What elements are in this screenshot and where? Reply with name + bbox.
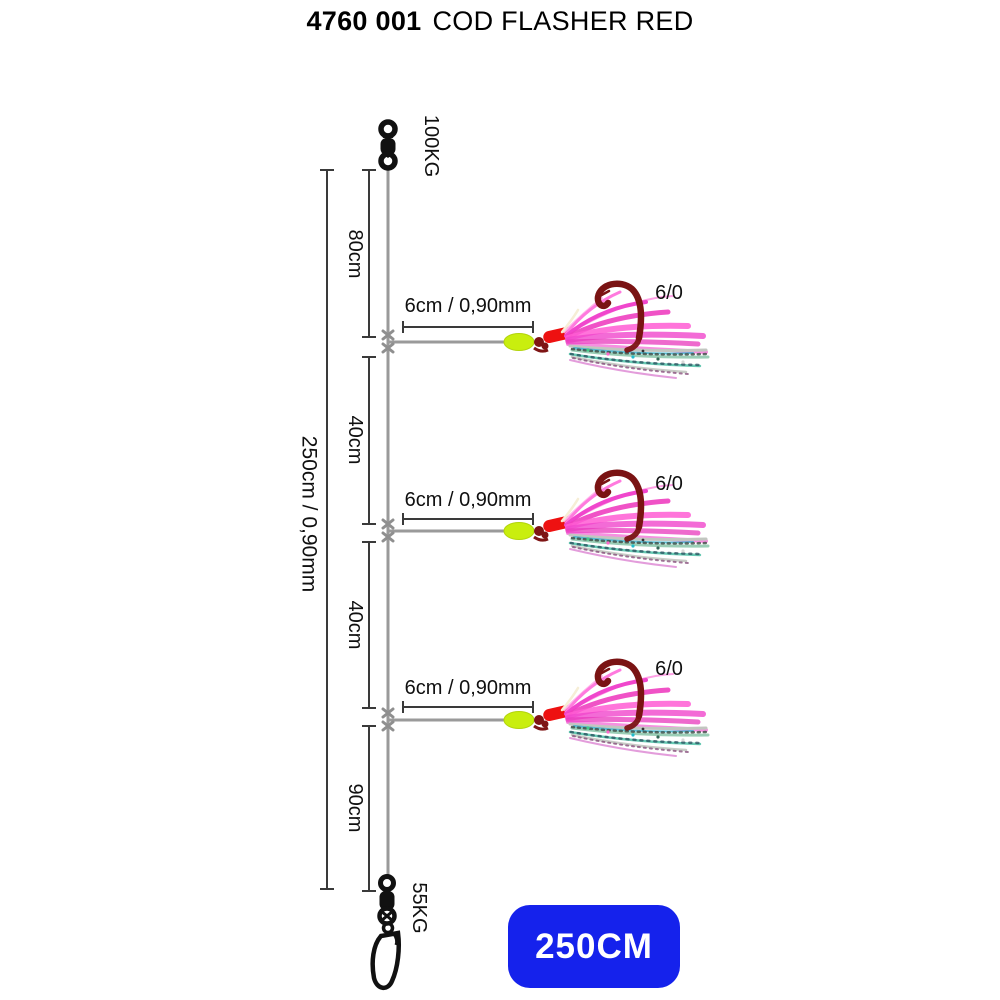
dimension-dropper-1: [402, 321, 534, 333]
product-name: COD FLASHER RED: [432, 6, 694, 36]
dimension-segment-3: [362, 541, 376, 709]
segment-2-label: 40cm: [344, 415, 366, 465]
dimension-segment-1: [362, 169, 376, 338]
total-length-badge: 250CM: [508, 905, 680, 988]
bottom-swivel-icon: [377, 874, 397, 935]
page-title: 4760 001 COD FLASHER RED: [0, 6, 1000, 37]
dimension-segment-4: [362, 725, 376, 892]
product-code: 4760 001: [306, 6, 422, 36]
segment-1-label: 80cm: [344, 229, 366, 279]
hook-3-size-label: 6/0: [655, 658, 683, 680]
main-line-length-label: 250cm / 0,90mm: [297, 435, 321, 593]
dropper-3-label: 6cm / 0,90mm: [404, 677, 532, 699]
hook-2-size-label: 6/0: [655, 473, 683, 495]
snap-clip-icon: [370, 930, 401, 990]
top-swivel-icon: [378, 119, 398, 171]
dimension-dropper-2: [402, 513, 534, 525]
top-swivel-rating-label: 100KG: [420, 114, 442, 178]
dimension-total-length: [320, 169, 334, 890]
hook-1-size-label: 6/0: [655, 282, 683, 304]
segment-3-label: 40cm: [344, 600, 366, 650]
dimension-segment-2: [362, 356, 376, 525]
dimension-dropper-3: [402, 701, 534, 713]
dropper-1-label: 6cm / 0,90mm: [404, 295, 532, 317]
segment-4-label: 90cm: [344, 783, 366, 833]
bottom-swivel-rating-label: 55KG: [408, 882, 430, 934]
dropper-2-label: 6cm / 0,90mm: [404, 489, 532, 511]
